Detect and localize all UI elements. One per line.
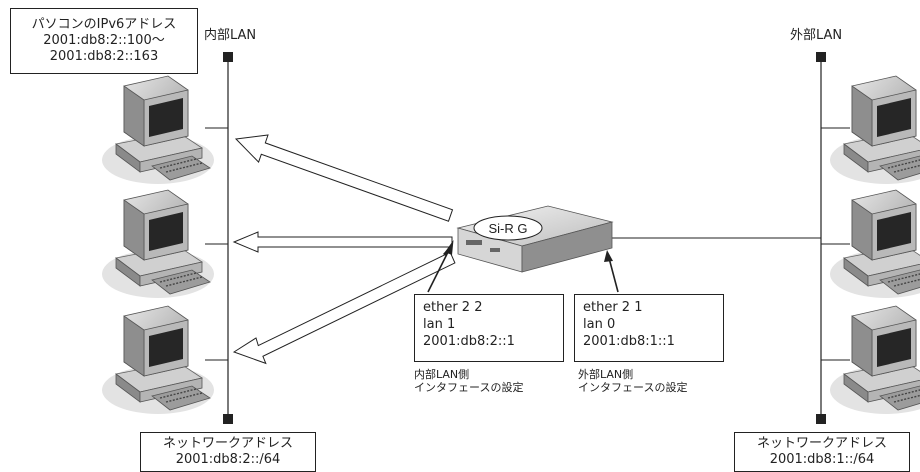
pc-address-start: 2001:db8:2::100～: [11, 33, 197, 49]
outer-lan-label: 外部LAN: [790, 28, 842, 44]
inner-interface-line-1: ether 2 2: [423, 299, 555, 316]
inner-network-box: ネットワークアドレス 2001:db8:2::/64: [140, 432, 316, 472]
outer-lan-top-terminator: [816, 52, 826, 62]
outer-interface-line-3: 2001:db8:1::1: [583, 333, 715, 350]
outer-network-title: ネットワークアドレス: [735, 436, 909, 452]
pc-address-box: パソコンのIPv6アドレス 2001:db8:2::100～ 2001:db8:…: [10, 8, 198, 74]
inner-interface-note-1: 内部LAN側: [414, 368, 523, 381]
inner-network-title: ネットワークアドレス: [141, 436, 315, 452]
outer-network-value: 2001:db8:1::/64: [735, 452, 909, 468]
router-label-badge: Si-R G: [474, 216, 542, 240]
inner-lan-bottom-terminator: [223, 414, 233, 424]
pc-address-title: パソコンのIPv6アドレス: [11, 17, 197, 33]
outer-interface-note-1: 外部LAN側: [578, 368, 687, 381]
advertise-arrow-middle: [234, 232, 452, 252]
inner-lan-top-terminator: [223, 52, 233, 62]
pc-address-end: 2001:db8:2::163: [11, 49, 197, 65]
inner-interface-line-3: 2001:db8:2::1: [423, 333, 555, 350]
advertise-arrow-upper: [236, 135, 453, 221]
router-icon: [458, 206, 612, 272]
outer-interface-box: ether 2 1 lan 0 2001:db8:1::1: [574, 294, 724, 362]
inner-network-value: 2001:db8:2::/64: [141, 452, 315, 468]
pc-icon: [830, 76, 920, 184]
outer-network-box: ネットワークアドレス 2001:db8:1::/64: [734, 432, 910, 472]
inner-interface-line-2: lan 1: [423, 316, 555, 333]
inner-interface-box: ether 2 2 lan 1 2001:db8:2::1: [414, 294, 564, 362]
outer-interface-note: 外部LAN側 インタフェースの設定: [578, 368, 687, 394]
inner-lan-label: 内部LAN: [204, 28, 256, 44]
outer-lan-bottom-terminator: [816, 414, 826, 424]
outer-interface-line-2: lan 0: [583, 316, 715, 333]
outer-interface-line-1: ether 2 1: [583, 299, 715, 316]
pc-icon: [102, 306, 214, 414]
pc-icon: [102, 190, 214, 298]
pc-icon: [102, 76, 214, 184]
outer-interface-note-2: インタフェースの設定: [578, 381, 687, 394]
inner-interface-note: 内部LAN側 インタフェースの設定: [414, 368, 523, 394]
router-label: Si-R G: [489, 221, 528, 236]
inner-interface-note-2: インタフェースの設定: [414, 381, 523, 394]
